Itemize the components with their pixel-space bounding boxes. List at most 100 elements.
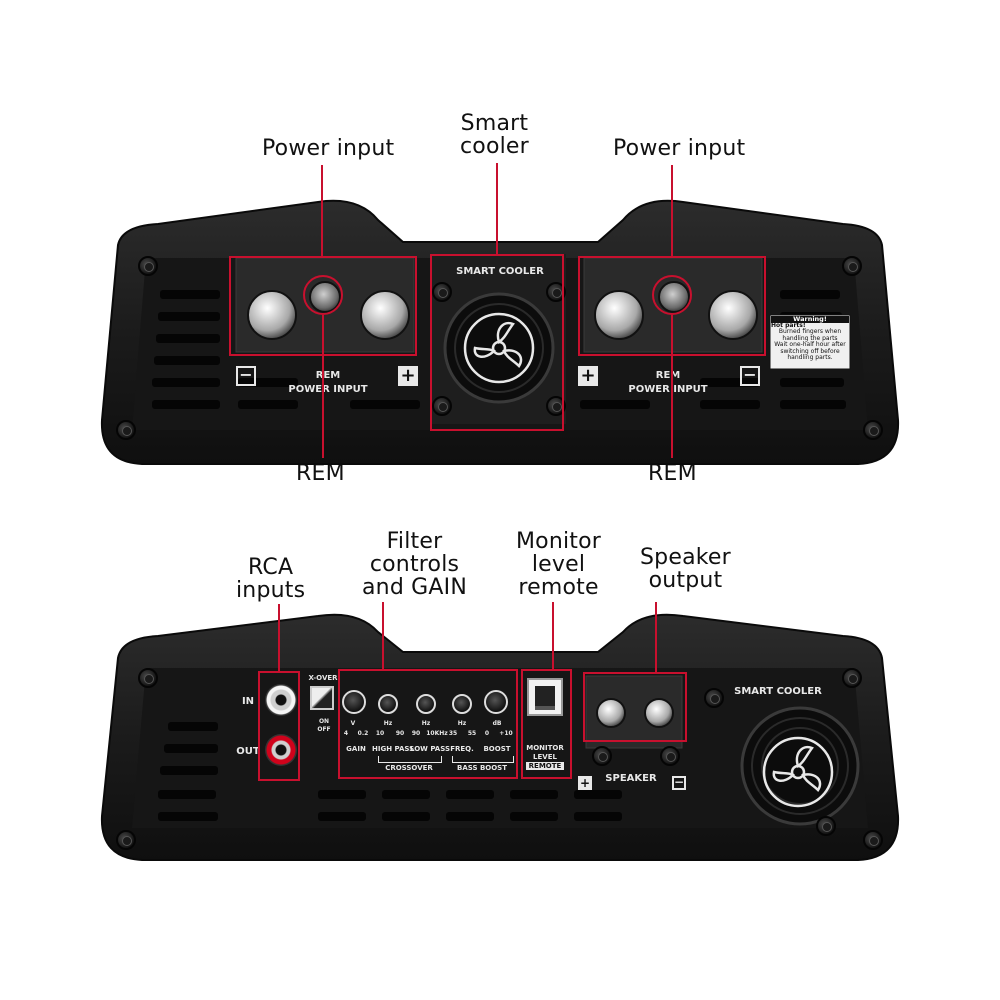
bass-boost-bracket	[452, 756, 514, 763]
xover-label: X-OVER	[308, 674, 338, 682]
power-terminal-positive	[360, 290, 410, 340]
scale-mark: 35	[448, 730, 458, 737]
callout-line: Monitor	[516, 529, 602, 554]
screw	[432, 396, 452, 416]
power-input-label: POWER INPUT	[288, 384, 368, 395]
bass-boost-label: BASS BOOST	[456, 764, 507, 772]
screw	[842, 256, 862, 276]
callout-smart-cooler: Smart cooler	[460, 112, 529, 158]
callout-line	[322, 315, 324, 458]
screw	[704, 688, 724, 708]
plus-icon: +	[578, 776, 592, 790]
screw	[138, 256, 158, 276]
xover-off-label: OFF	[317, 726, 331, 733]
callout-line: Filter	[386, 529, 443, 554]
speaker-label: SPEAKER	[605, 773, 657, 784]
screw	[546, 282, 566, 302]
callout-line	[671, 165, 673, 257]
rem-highlight-right	[652, 275, 692, 315]
screw	[863, 830, 883, 850]
xover-switch[interactable]	[310, 686, 334, 710]
monitor-label: MONITOR	[526, 744, 564, 752]
callout-speaker-output: Speaker output	[640, 546, 731, 592]
speaker-terminal-negative	[644, 698, 674, 728]
scale-mark: dB	[492, 720, 502, 727]
callout-rem-right: REM	[648, 461, 697, 486]
scale-mark: 10KHz	[426, 730, 448, 737]
plus-icon: +	[398, 366, 418, 386]
callout-filter-controls: Filter controls and GAIN	[362, 530, 467, 599]
warning-subtitle: Hot parts!	[771, 321, 806, 329]
callout-line: remote	[518, 575, 599, 600]
warning-sticker: Warning! Hot parts! Burned fingers when …	[771, 316, 849, 368]
rca-out-label: OUT	[236, 746, 260, 757]
boost-label: BOOST	[483, 745, 511, 753]
scale-mark: 0.2	[357, 730, 369, 737]
callout-line: and GAIN	[362, 575, 468, 600]
smart-cooler-label: SMART COOLER	[456, 266, 544, 277]
power-terminal-positive	[594, 290, 644, 340]
callout-rem-left: REM	[296, 461, 345, 486]
screw	[816, 816, 836, 836]
minus-icon: −	[740, 366, 760, 386]
warning-title: Warning!	[771, 316, 849, 323]
power-input-label: POWER INPUT	[628, 384, 708, 395]
scale-mark: 90	[395, 730, 405, 737]
callout-monitor-level: Monitor level remote	[516, 530, 601, 599]
callout-rca-inputs: RCA inputs	[236, 556, 305, 602]
scale-mark: 0	[484, 730, 490, 737]
plus-icon: +	[578, 366, 598, 386]
scale-mark: Hz	[457, 720, 467, 727]
crossover-label: CROSSOVER	[385, 764, 433, 772]
warning-line: handling the parts	[782, 334, 838, 342]
callout-line	[496, 163, 498, 255]
gain-knob[interactable]	[342, 690, 366, 714]
callout-line: controls	[369, 552, 460, 577]
screw	[116, 830, 136, 850]
callout-line: Smart	[460, 111, 529, 136]
rca-inputs-highlight	[258, 671, 300, 781]
filter-controls-highlight	[338, 669, 518, 779]
warning-line: switching off before	[780, 347, 840, 355]
high-pass-knob[interactable]	[378, 694, 398, 714]
callout-line: RCA	[248, 555, 294, 580]
scale-mark: 10	[375, 730, 385, 737]
callout-line	[278, 604, 280, 672]
callout-line: level	[531, 552, 586, 577]
crossover-bracket	[378, 756, 442, 763]
rca-output-jack[interactable]	[265, 734, 297, 766]
speaker-terminal-positive	[596, 698, 626, 728]
screw	[432, 282, 452, 302]
rem-label: REM	[315, 370, 341, 381]
fan-icon	[762, 736, 834, 808]
screw	[863, 420, 883, 440]
bass-boost-knob[interactable]	[484, 690, 508, 714]
monitor-level-highlight	[521, 669, 572, 779]
fan-icon	[463, 312, 535, 384]
minus-icon: −	[672, 775, 686, 790]
callout-line: Speaker	[640, 545, 731, 570]
screw	[660, 746, 680, 766]
screw	[842, 668, 862, 688]
bass-freq-knob[interactable]	[452, 694, 472, 714]
low-pass-knob[interactable]	[416, 694, 436, 714]
freq-label: FREQ.	[450, 745, 474, 753]
callout-line	[382, 602, 384, 670]
rca-in-label: IN	[241, 696, 255, 707]
warning-line: Burned fingers when	[778, 328, 842, 335]
power-terminal-ground	[247, 290, 297, 340]
callout-line	[655, 602, 657, 673]
rj-port-opening	[535, 686, 555, 710]
rca-input-jack[interactable]	[265, 684, 297, 716]
power-terminal-ground	[708, 290, 758, 340]
scale-mark: Hz	[421, 720, 431, 727]
screw	[138, 668, 158, 688]
callout-line: output	[648, 568, 723, 593]
speaker-output-highlight	[583, 672, 687, 742]
xover-on-label: ON	[318, 718, 330, 725]
rem-highlight-left	[303, 275, 343, 315]
remote-rj-port[interactable]	[527, 678, 563, 716]
screw	[116, 420, 136, 440]
warning-line: handling parts.	[787, 354, 833, 361]
rem-label: REM	[655, 370, 681, 381]
